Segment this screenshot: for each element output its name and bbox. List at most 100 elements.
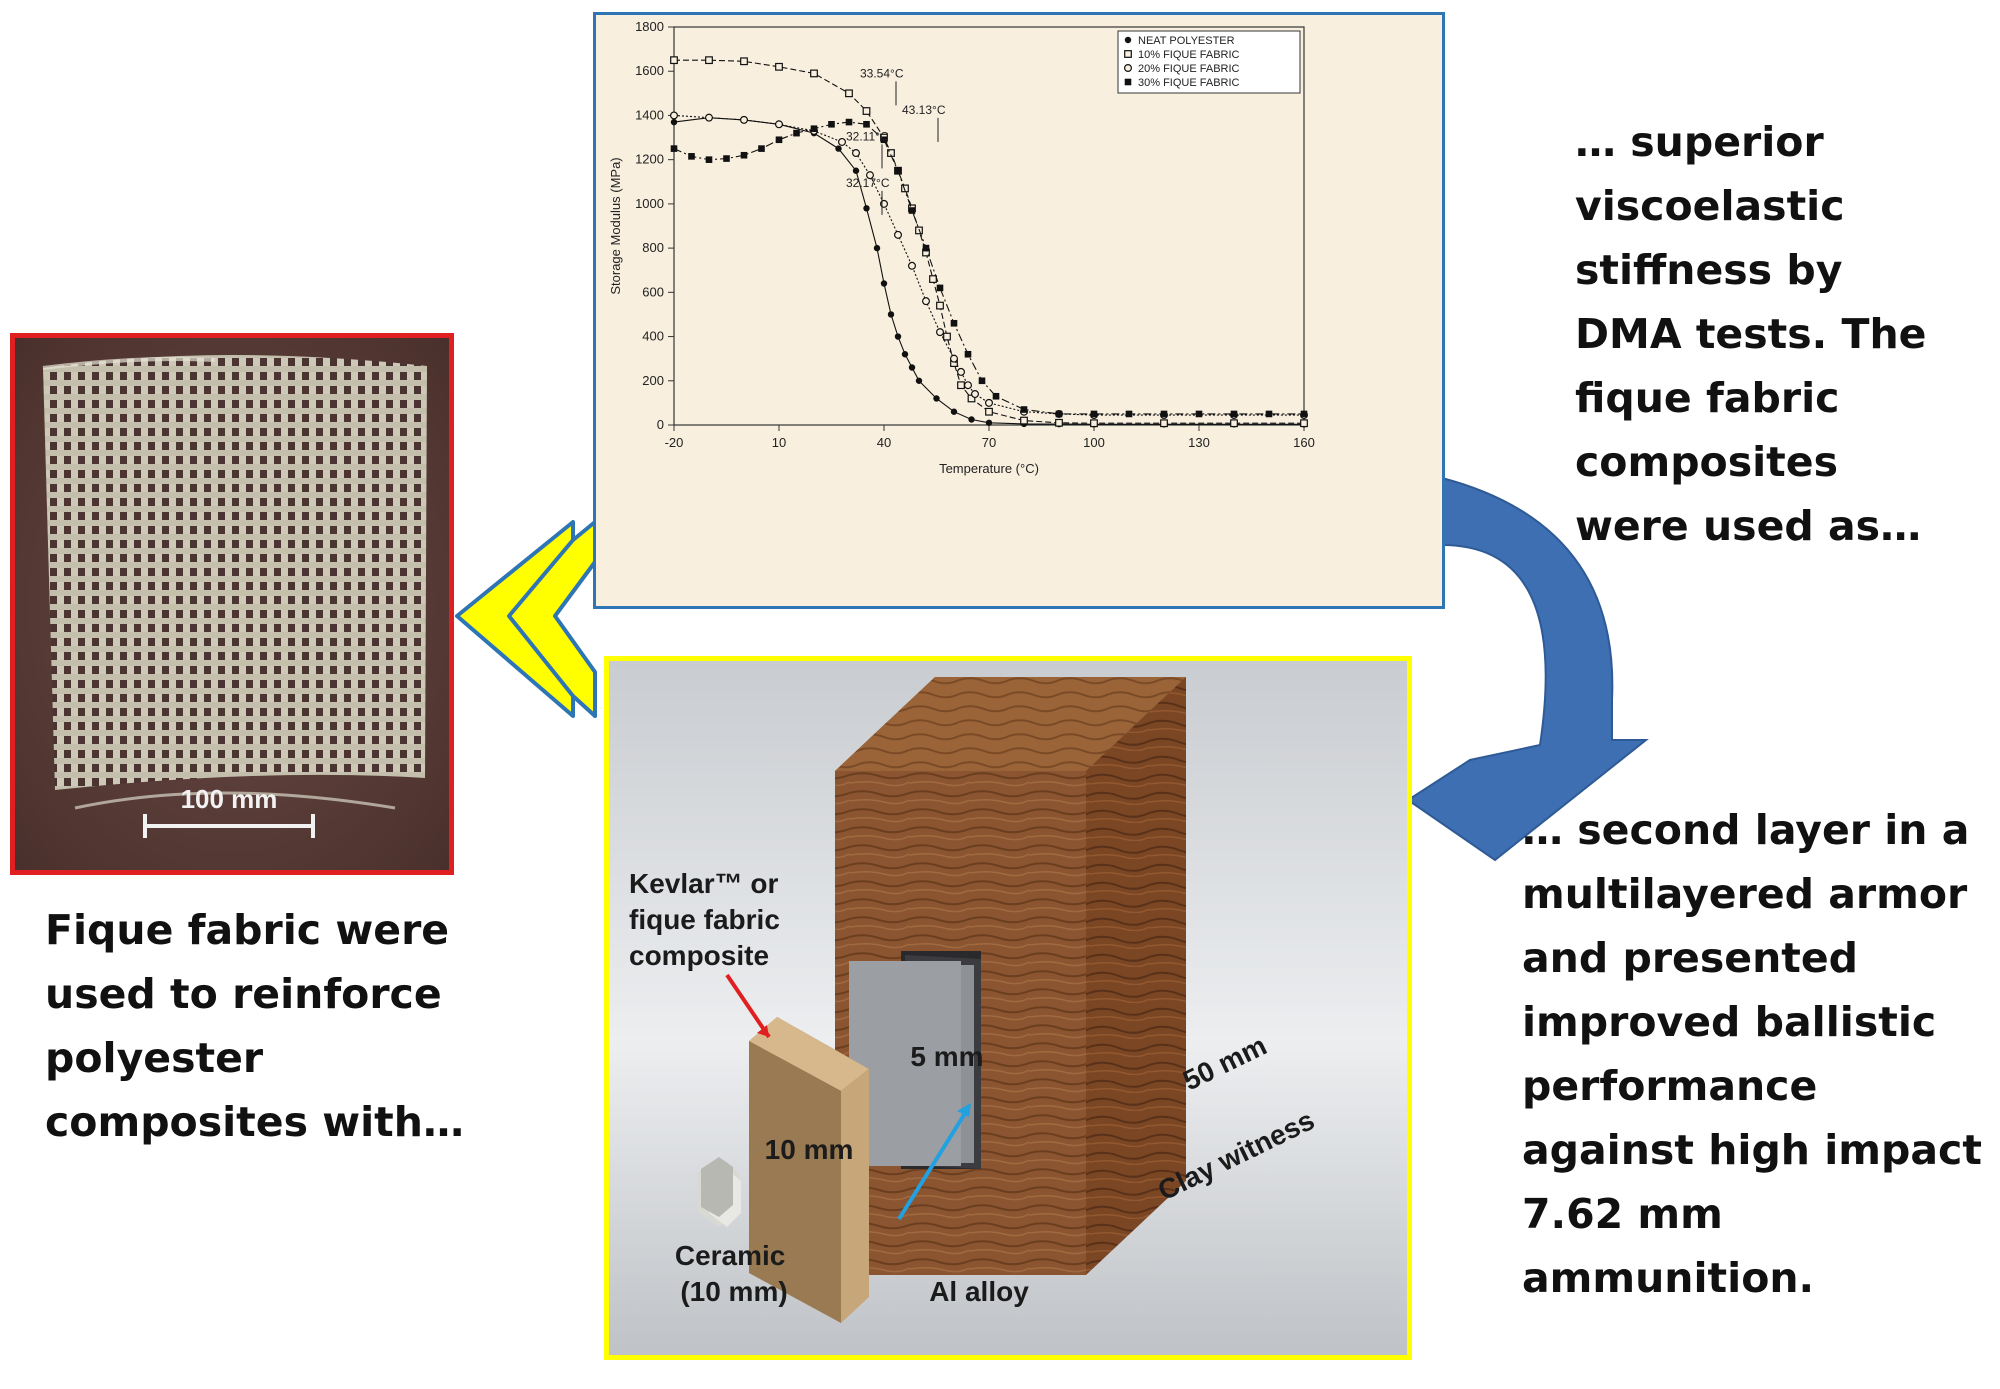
y-tick-label: 600 (642, 284, 664, 299)
data-point (992, 392, 1000, 400)
data-point (985, 419, 993, 426)
series-line (673, 114, 1304, 416)
data-point (901, 184, 909, 193)
legend-entry: NEAT POLYESTER (1138, 35, 1235, 47)
data-point (723, 155, 730, 162)
cyan-arrow (897, 1105, 971, 1221)
data-point (705, 56, 713, 65)
data-point (704, 113, 713, 122)
data-point (964, 350, 972, 358)
data-point (835, 145, 842, 152)
data-point (862, 107, 871, 115)
x-axis-label: Temperature (°C) (939, 461, 1039, 476)
annotation-label: 43.13°C (902, 103, 946, 117)
clay-side-face (1086, 677, 1186, 1275)
series-3 (669, 111, 1308, 420)
data-point (1020, 406, 1028, 413)
y-tick-label: 1000 (635, 196, 664, 211)
y-tick-label: 400 (642, 329, 664, 344)
data-point (936, 328, 945, 337)
y-tick-label: 1600 (635, 63, 664, 78)
data-point (957, 367, 966, 376)
left-caption: Fique fabric were used to reinforce poly… (45, 898, 485, 1154)
data-point (971, 390, 980, 399)
x-tick-label: 70 (982, 435, 996, 450)
right-top-line: fique fabric (1575, 374, 1840, 422)
data-point (933, 395, 940, 402)
data-point (1020, 416, 1028, 425)
right-bottom-caption: … second layer in a multilayered armor a… (1522, 798, 1992, 1310)
data-point (863, 205, 870, 212)
data-point (936, 301, 944, 310)
data-point (978, 377, 986, 385)
data-point (985, 407, 993, 416)
data-point (880, 280, 888, 287)
data-point (894, 333, 902, 340)
data-point (845, 118, 853, 126)
right-top-line: were used as… (1575, 502, 1922, 550)
red-arrow (725, 973, 771, 1039)
right-bottom-line: performance (1522, 1062, 1818, 1110)
data-point (852, 167, 860, 174)
data-point (1123, 63, 1132, 72)
data-point (1124, 50, 1132, 58)
data-point (950, 354, 959, 363)
x-tick-label: 130 (1188, 435, 1210, 450)
clay-top-face (835, 677, 1186, 771)
right-bottom-line: and presented (1522, 934, 1859, 982)
series-2 (670, 56, 1308, 428)
y-tick-label: 1800 (635, 19, 664, 34)
data-point (943, 332, 951, 341)
data-point (1124, 78, 1132, 86)
data-point (901, 351, 909, 358)
scale-label: 100 mm (181, 784, 278, 814)
data-point (936, 284, 944, 292)
data-point (740, 115, 749, 124)
data-point (775, 136, 783, 144)
data-point (688, 153, 695, 160)
right-bottom-line: improved ballistic (1522, 998, 1937, 1046)
data-point (705, 156, 713, 163)
data-point (1055, 410, 1063, 418)
data-point (775, 120, 784, 129)
data-point (810, 125, 818, 133)
right-top-line: DMA tests. The (1575, 310, 1927, 358)
right-top-line: composites (1575, 438, 1838, 486)
series-line (674, 59, 1304, 424)
data-point (1265, 410, 1273, 418)
right-top-caption: … superior viscoelastic stiffness by DMA… (1575, 110, 1975, 558)
y-axis-label: Storage Modulus (MPa) (608, 157, 623, 294)
data-point (873, 244, 881, 252)
right-top-line: stiffness by (1575, 246, 1843, 294)
y-tick-label: 1400 (635, 107, 664, 122)
right-bottom-line: … second layer in a (1522, 806, 1970, 854)
al-alloy-label: Al alloy (929, 1276, 1029, 1307)
data-point (1160, 419, 1168, 428)
data-point (1300, 419, 1308, 428)
double-arrow (455, 520, 597, 718)
data-point (1230, 410, 1238, 418)
data-point (740, 151, 748, 159)
data-point (964, 381, 973, 390)
data-point (863, 120, 870, 128)
right-bottom-line: ammunition. (1522, 1254, 1815, 1302)
data-point (852, 149, 861, 158)
left-caption-line: composites with… (45, 1098, 464, 1146)
right-bottom-line: multilayered armor (1522, 870, 1968, 918)
x-tick-label: 40 (877, 435, 891, 450)
data-point (828, 120, 835, 128)
data-point (880, 136, 888, 144)
data-point (894, 167, 902, 175)
x-tick-label: 100 (1083, 435, 1105, 450)
legend-box (1117, 30, 1301, 94)
y-tick-label: 800 (642, 240, 664, 255)
y-tick-label: 0 (657, 417, 664, 432)
data-point (810, 69, 818, 78)
data-point (669, 111, 678, 120)
annotation-label: 32.17°C (846, 176, 890, 190)
data-point (1230, 419, 1238, 428)
data-point (838, 137, 847, 146)
series-1 (670, 114, 1308, 428)
